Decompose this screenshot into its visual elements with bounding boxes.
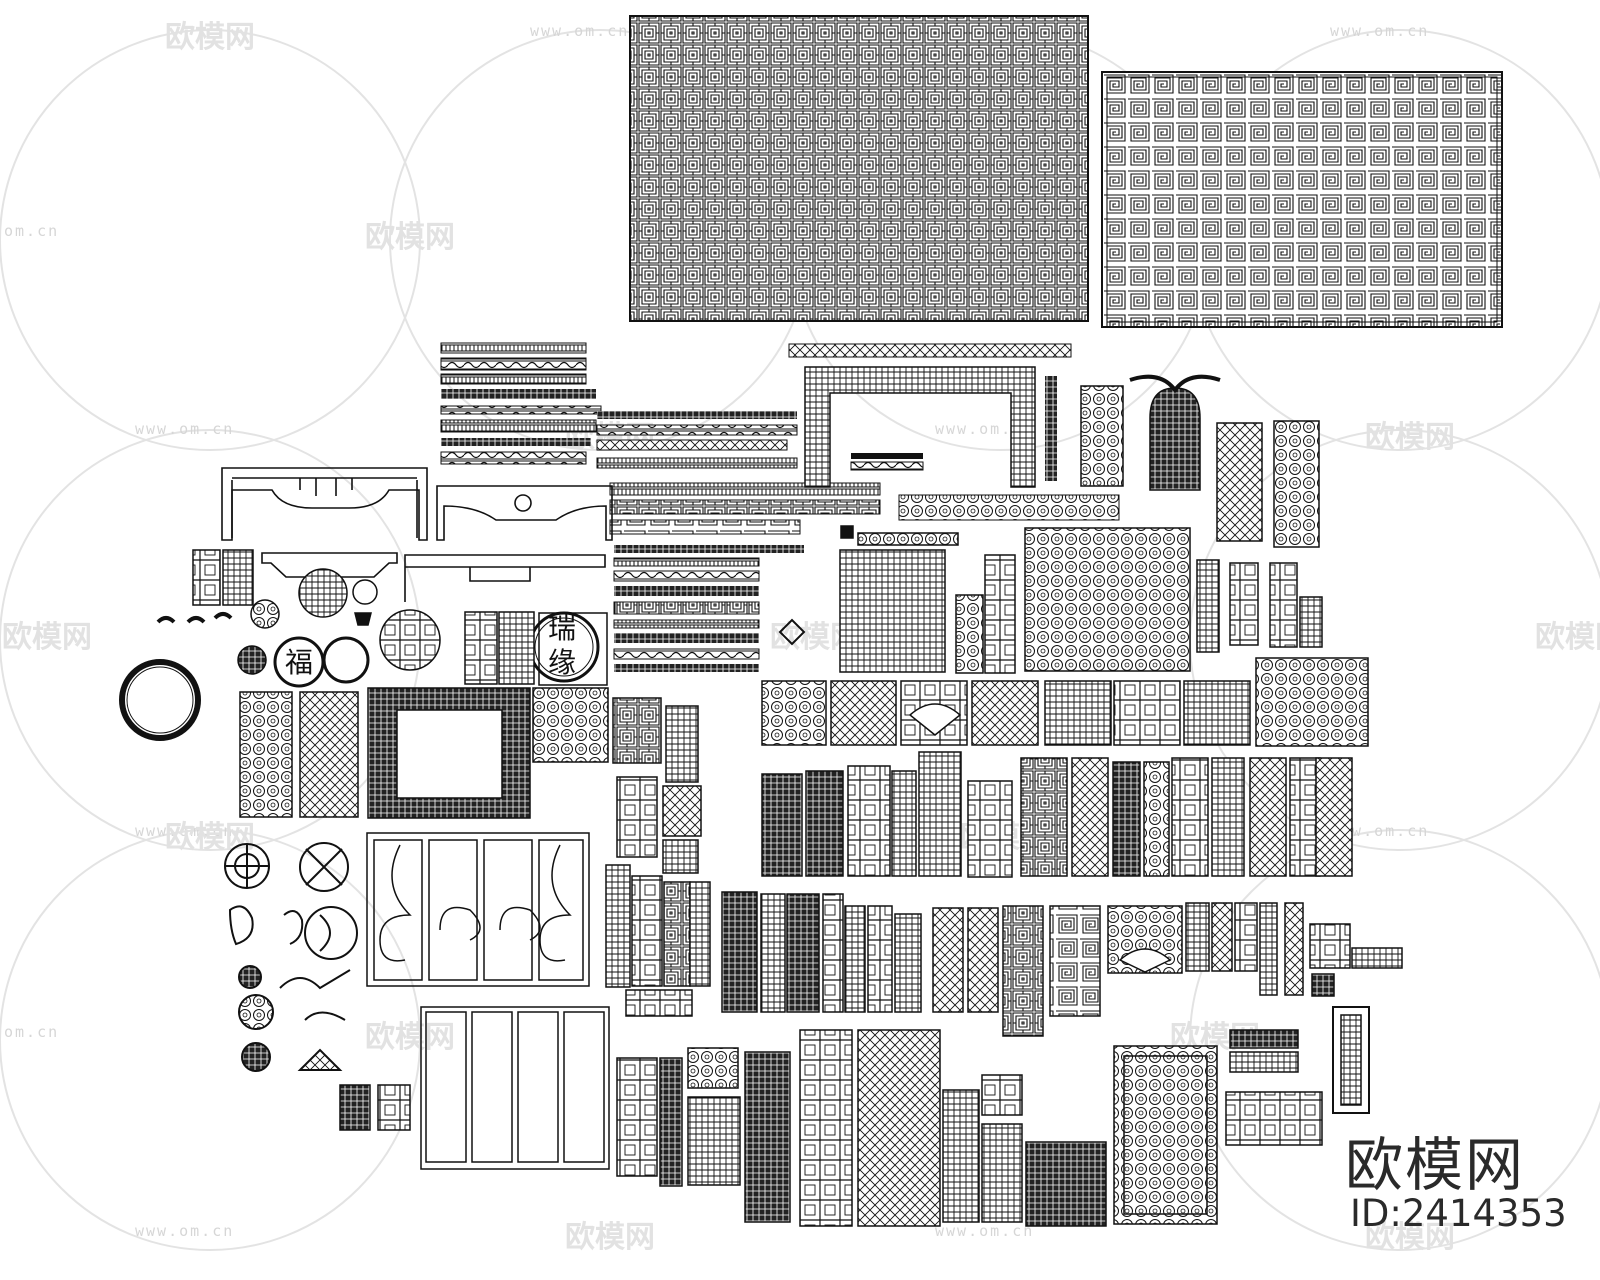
tall-panels-left: [239, 611, 702, 874]
watermark-url-partial: om.cn: [4, 222, 60, 240]
eave-brackets: [221, 467, 613, 602]
watermark-url: www.om.cn: [935, 420, 1035, 438]
asset-id: ID:2414353: [1350, 1192, 1567, 1235]
arch-frame: [804, 366, 1320, 548]
glyph-fu: 福: [285, 646, 313, 679]
tall-panels-middle: [761, 751, 1353, 878]
border-strips-left: [440, 342, 798, 469]
watermark-url: www.om.cn: [135, 1222, 235, 1240]
panel-fret-large-right: [1101, 71, 1503, 328]
panel-fret-large-left: [629, 15, 1089, 322]
tall-panels-lower: [605, 864, 1403, 1037]
watermark-logo: 欧模网: [1535, 620, 1600, 655]
watermark-url: www.om.cn: [135, 822, 235, 840]
watermark-url-partial: om.cn: [4, 1023, 60, 1041]
knot-figures: [224, 842, 358, 1072]
glyph-yuan: 缘: [548, 646, 576, 679]
watermark-logo: 欧模网: [1365, 1220, 1455, 1255]
watermark-logo: 欧模网: [565, 1220, 655, 1255]
watermark-logo: 欧模网: [165, 820, 255, 855]
round-medallions: [119, 549, 608, 741]
watermark-logo: 欧模网: [365, 220, 455, 255]
watermark-logo: 欧模网: [1365, 420, 1455, 455]
watermark-url: www.om.cn: [935, 1222, 1035, 1240]
watermark-url: www.om.cn: [1330, 22, 1430, 40]
watermark-logo: 欧模网: [165, 20, 255, 55]
watermark-logo: 欧模网: [365, 1020, 455, 1055]
watermark-url: www.om.cn: [530, 22, 630, 40]
watermark-url: www.om.cn: [1330, 822, 1430, 840]
watermark-url: www.om.cn: [135, 420, 235, 438]
glyph-rui: 瑞: [548, 612, 576, 645]
brand-logo: 欧模网: [1345, 1131, 1526, 1199]
bottom-panels: [616, 1006, 1370, 1227]
square-panels-row: [761, 525, 1369, 747]
cloud-screen: [339, 832, 610, 1170]
watermark-logo: 欧模网: [2, 620, 92, 655]
